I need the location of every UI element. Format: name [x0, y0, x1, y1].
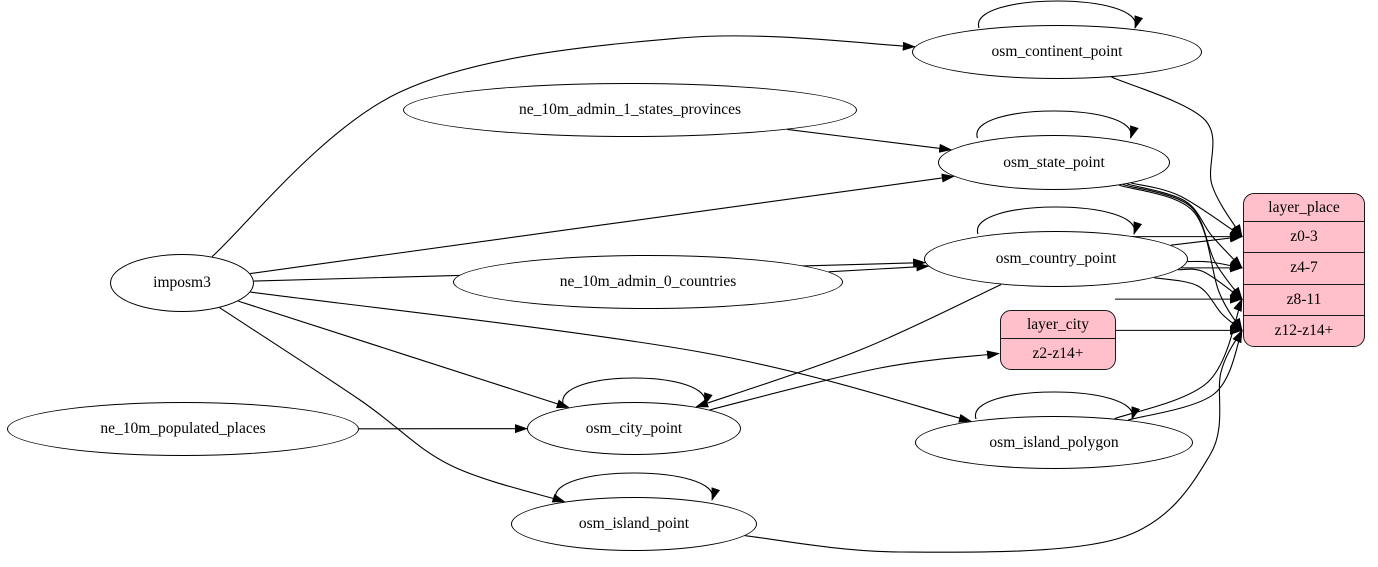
node-osm-island-polygon: osm_island_polygon [915, 416, 1193, 469]
edge-selfloop-osm_country_point [977, 206, 1143, 235]
record-layer-city-header: layer_city [1027, 315, 1089, 333]
edge-osm_state_point-to-layer_place-z0_3 [1131, 182, 1243, 238]
edge-imposm3-to-osm_island_point [219, 307, 566, 503]
node-ne-10m-admin-0-countries: ne_10m_admin_0_countries [453, 255, 843, 309]
node-osm-country-point: osm_country_point [924, 231, 1188, 287]
edge-osm_country_point-to-layer_place-z4_7 [1187, 260, 1243, 271]
edge-ne_10m_admin_1_states_provinces-to-osm_state_point [787, 128, 953, 153]
edge-osm_island_polygon-to-layer_place-z12_z14 [1127, 329, 1243, 421]
node-osm-continent-point: osm_continent_point [912, 25, 1202, 79]
record-layer-place-header: layer_place [1268, 198, 1340, 216]
edge-osm_island_point-to-layer_place-z12_z14 [744, 329, 1243, 553]
edge-selfloop-osm_continent_point [978, 0, 1144, 29]
edge-imposm3-to-osm_state_point [250, 173, 955, 275]
record-row-z4-7: z4-7 [1244, 252, 1364, 283]
edge-selfloop-osm_city_point [562, 377, 713, 406]
edge-imposm3-to-osm_continent_point [211, 35, 916, 258]
node-osm-city-point: osm_city_point [527, 402, 741, 455]
node-imposm3: imposm3 [110, 254, 254, 312]
node-osm-state-point: osm_state_point [938, 135, 1170, 190]
record-layer-place: layer_place z0-3 z4-7 z8-11 z12-z14+ [1243, 193, 1365, 347]
record-row-z0-3: z0-3 [1244, 221, 1364, 252]
edge-selfloop-osm_island_polygon [975, 391, 1141, 420]
edge-osm_country_point-to-layer_place-z8_11 [1177, 268, 1243, 300]
edge-osm_continent_point-to-layer_place-z0_3 [1111, 76, 1243, 238]
edge-osm_state_point-to-layer_place-z4_7 [1126, 183, 1243, 269]
edge-osm_country_point-to-osm_city_point [695, 283, 1002, 408]
node-ne-10m-admin-1-states-provinces: ne_10m_admin_1_states_provinces [403, 83, 857, 137]
edge-imposm3-to-osm_city_point [238, 300, 570, 409]
edge-osm_city_point-to-layer_city-z2 [709, 350, 1000, 411]
edge-osm_state_point-to-layer_place-z12_z14 [1119, 184, 1243, 332]
edge-imposm3-to-osm_island_polygon [250, 291, 972, 423]
node-osm-island-point: osm_island_point [511, 497, 757, 551]
edge-selfloop-osm_island_point [555, 472, 721, 501]
record-row-z8-11: z8-11 [1244, 283, 1364, 315]
record-layer-city: layer_city z2-z14+ [1000, 310, 1116, 370]
edge-osm_country_point-to-layer_place-z12_z14 [1154, 277, 1243, 332]
node-ne-10m-populated-places: ne_10m_populated_places [7, 402, 359, 456]
edge-selfloop-osm_state_point [976, 110, 1139, 139]
edge-ne_10m_admin_0_countries-to-osm_country_point [828, 262, 930, 273]
record-row-z2-z14plus: z2-z14+ [1001, 338, 1115, 369]
edge-osm_island_polygon-to-layer_place-z8_11 [1114, 298, 1243, 420]
record-row-z12-z14plus: z12-z14+ [1244, 314, 1364, 346]
